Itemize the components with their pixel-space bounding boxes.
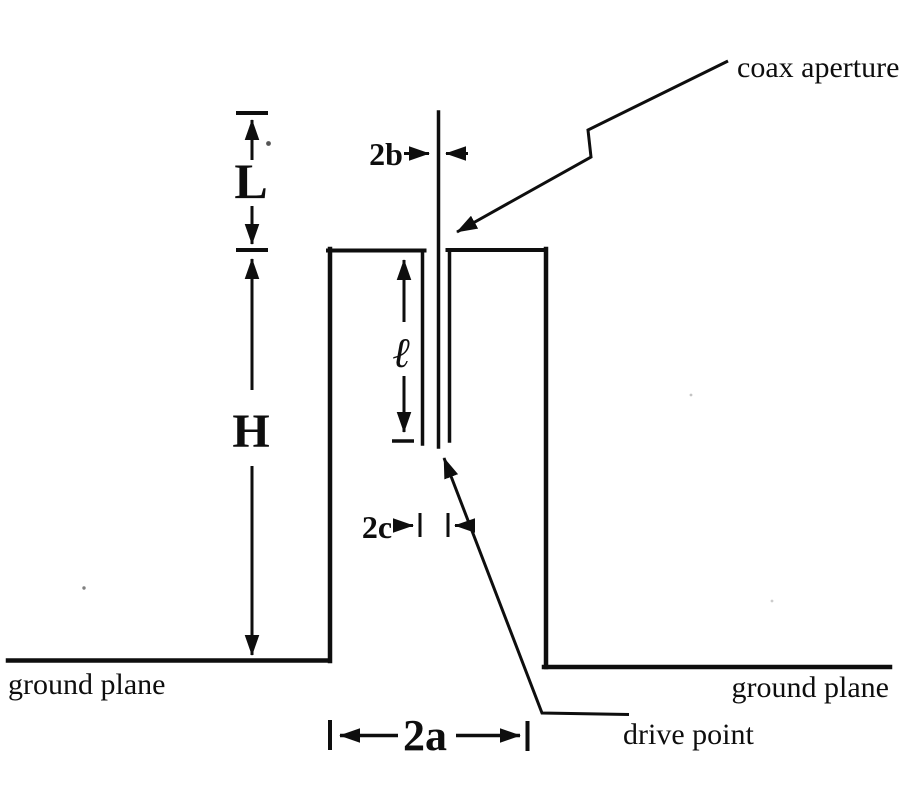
dim-L-label: L [234, 153, 267, 209]
dimension-2c: 2c [362, 509, 476, 545]
ground-plane-label-right: ground plane [732, 671, 889, 704]
drive-point-label: drive point [623, 718, 754, 751]
dimension-ell: ℓ [392, 259, 414, 443]
antenna-structure [5, 110, 893, 670]
dimension-2b: 2b [369, 136, 468, 172]
dim-ell-label: ℓ [392, 328, 410, 377]
dim-2b-label: 2b [369, 136, 403, 172]
coax-aperture-label: coax aperture [737, 51, 899, 84]
ground-plane-label-left: ground plane [8, 668, 165, 701]
coax-aperture-leader-line [456, 59, 729, 234]
drive-point-leader-line [442, 457, 630, 716]
coax-aperture-callout: coax aperture [456, 51, 899, 234]
drive-point-callout: drive point [442, 457, 754, 751]
dimension-H: H [232, 258, 270, 656]
scan-specks [82, 141, 774, 603]
dimension-2a: 2a [328, 711, 530, 760]
dimension-L: L [234, 111, 268, 252]
dim-2a-label: 2a [403, 711, 447, 760]
dim-2c-label: 2c [362, 509, 392, 545]
dim-H-label: H [232, 405, 269, 458]
